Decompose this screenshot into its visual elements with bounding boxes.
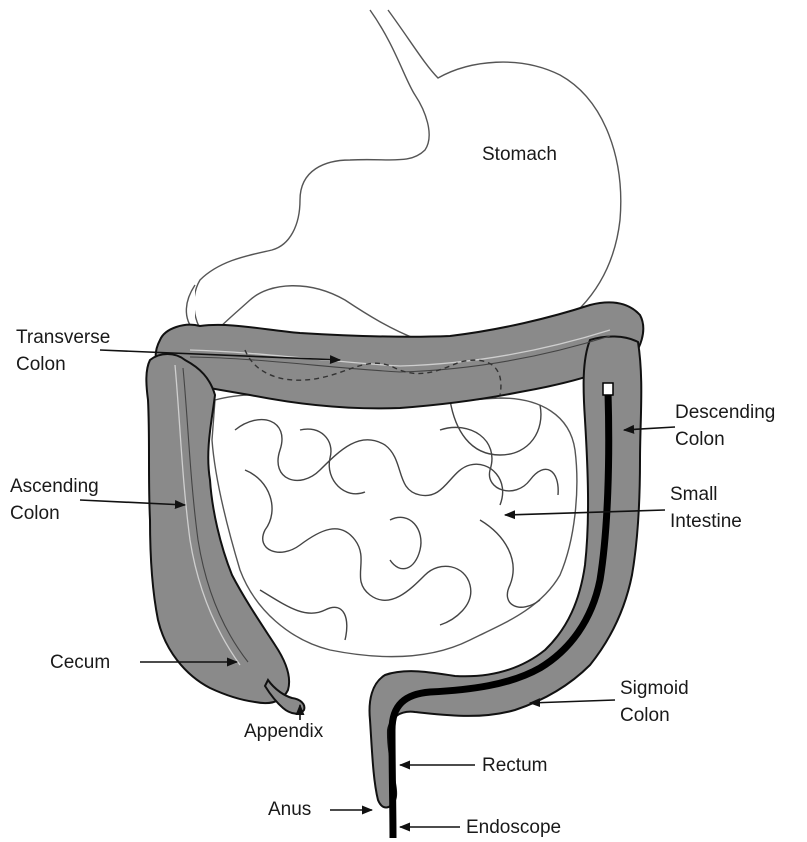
- label-transverse-colon: Transverse Colon: [16, 327, 116, 375]
- label-descending-colon: Descending Colon: [675, 402, 781, 450]
- label-small-intestine: Small Intestine: [670, 484, 742, 532]
- small-intestine: [212, 395, 577, 657]
- label-appendix: Appendix: [244, 721, 324, 742]
- label-rectum: Rectum: [482, 755, 547, 776]
- label-sigmoid-colon: Sigmoid Colon: [620, 678, 694, 726]
- label-stomach: Stomach: [482, 144, 557, 165]
- label-anus: Anus: [268, 799, 311, 820]
- label-cecum: Cecum: [50, 652, 110, 673]
- stomach: [194, 10, 621, 351]
- label-endoscope: Endoscope: [466, 817, 561, 838]
- arrow-sigmoid-colon: [530, 700, 615, 703]
